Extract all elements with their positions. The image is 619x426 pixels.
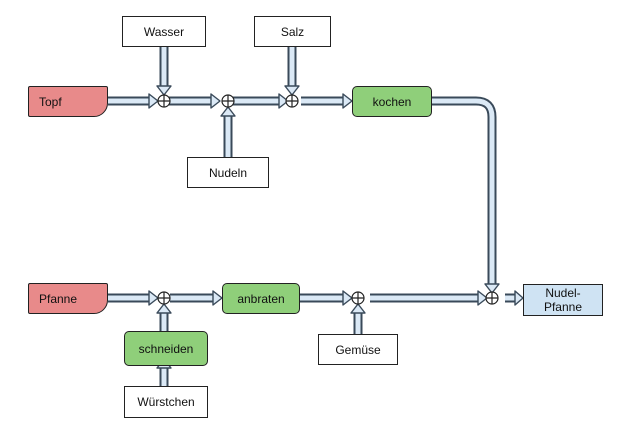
- node-wuerstchen-label: Würstchen: [137, 395, 195, 409]
- node-wuerstchen: Würstchen: [124, 386, 208, 418]
- sum-junction-icon: [221, 94, 235, 108]
- arrowhead: [148, 93, 159, 109]
- arrowhead: [278, 93, 289, 109]
- pipe-kochen-to-final-junction: [432, 96, 497, 286]
- junctions: [157, 94, 499, 305]
- sum-junction-icon: [157, 291, 171, 305]
- node-nudeln: Nudeln: [187, 157, 269, 188]
- node-kochen-label: kochen: [372, 94, 412, 109]
- node-salz-label: Salz: [280, 24, 305, 39]
- node-anbraten-label: anbraten: [237, 291, 285, 306]
- arrowhead: [342, 93, 353, 109]
- node-schneiden-label: schneiden: [138, 341, 194, 356]
- node-pfanne: Pfanne: [28, 283, 108, 314]
- node-nudel-pfanne-label: Nudel- Pfanne: [543, 286, 583, 314]
- sum-junction-icon: [351, 291, 365, 305]
- node-wasser-label: Wasser: [143, 24, 185, 39]
- node-schneiden: schneiden: [124, 331, 208, 366]
- node-topf: Topf: [28, 86, 108, 117]
- node-kochen: kochen: [352, 86, 432, 117]
- node-anbraten: anbraten: [222, 283, 300, 314]
- arrowhead: [514, 290, 524, 306]
- node-pfanne-label: Pfanne: [39, 291, 78, 306]
- node-topf-label: Topf: [39, 94, 62, 109]
- arrowhead: [212, 290, 223, 306]
- node-nudel-pfanne: Nudel- Pfanne: [523, 284, 603, 316]
- sum-junction-icon: [285, 94, 299, 108]
- arrowhead: [484, 283, 500, 294]
- pipes: [108, 47, 524, 386]
- node-salz: Salz: [254, 16, 331, 47]
- node-gemuese: Gemüse: [318, 334, 398, 365]
- node-nudeln-label: Nudeln: [208, 165, 248, 180]
- sum-junction-icon: [157, 94, 171, 108]
- node-gemuese-label: Gemüse: [335, 342, 381, 357]
- arrowhead: [156, 85, 172, 96]
- arrowhead: [148, 290, 159, 306]
- sum-junction-icon: [485, 291, 499, 305]
- node-wasser: Wasser: [122, 16, 206, 47]
- arrowhead: [477, 290, 488, 306]
- arrowhead: [220, 106, 236, 117]
- arrowhead: [156, 303, 172, 314]
- arrowhead: [284, 85, 300, 96]
- arrowhead: [342, 290, 353, 306]
- arrowhead: [350, 303, 366, 314]
- arrowhead: [210, 93, 221, 109]
